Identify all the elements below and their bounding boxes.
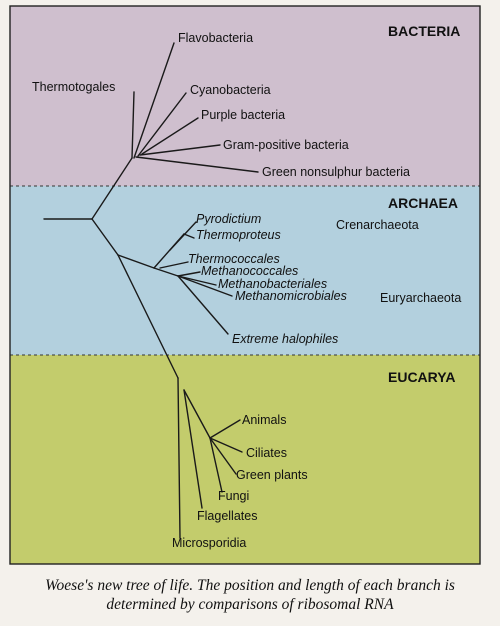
figure-caption: Woese's new tree of life. The position a… bbox=[0, 576, 500, 614]
caption-line-2: determined by comparisons of ribosomal R… bbox=[106, 596, 394, 613]
eucarya-crown-stem bbox=[183, 389, 211, 439]
bacteria-stem bbox=[91, 157, 133, 220]
figure-frame bbox=[9, 5, 481, 565]
branch-thermotogales bbox=[131, 91, 135, 159]
branch-flavobacteria bbox=[133, 42, 175, 159]
domain-label-archaea: ARCHAEA bbox=[388, 195, 458, 211]
branch-methanomicrobiales bbox=[177, 275, 233, 297]
taxon-label-fungi: Fungi bbox=[218, 489, 249, 503]
branch-extreme-halophiles bbox=[177, 275, 229, 335]
group-label-euryarchaeota: Euryarchaeota bbox=[380, 291, 461, 305]
tree-branches bbox=[43, 42, 259, 539]
taxon-label-methanococcales: Methanococcales bbox=[201, 264, 298, 278]
taxon-label-methanomicrobiales: Methanomicrobiales bbox=[235, 289, 347, 303]
branch-pyrodictium bbox=[169, 221, 197, 251]
domain-label-eucarya: EUCARYA bbox=[388, 369, 455, 385]
branch-flagellates bbox=[183, 389, 203, 509]
taxon-label-ciliates: Ciliates bbox=[246, 446, 287, 460]
group-label-crenarchaeota: Crenarchaeota bbox=[336, 218, 419, 232]
taxon-label-thermotogales: Thermotogales bbox=[32, 80, 115, 94]
taxon-label-thermococcales: Thermococcales bbox=[188, 252, 280, 266]
archaea-stem bbox=[117, 254, 155, 269]
eucarya-region bbox=[10, 355, 480, 564]
taxon-label-pyrodictium: Pyrodictium bbox=[196, 212, 261, 226]
branch-animals bbox=[209, 419, 241, 439]
taxon-label-thermoproteus: Thermoproteus bbox=[196, 228, 281, 242]
archaea-region bbox=[10, 186, 480, 355]
euryarchaeota-stem bbox=[153, 267, 179, 277]
branch-gram-positive bbox=[139, 144, 221, 156]
taxon-label-microsporidia: Microsporidia bbox=[172, 536, 246, 550]
eucarya-stem bbox=[117, 254, 179, 379]
taxon-label-green-nonsulphur: Green nonsulphur bacteria bbox=[262, 165, 410, 179]
taxon-label-methanobacteriales: Methanobacteriales bbox=[218, 277, 327, 291]
branch-methanobacteriales bbox=[177, 275, 217, 286]
domain-label-bacteria: BACTERIA bbox=[388, 23, 460, 39]
branch-fungi bbox=[209, 437, 223, 493]
taxon-label-flavobacteria: Flavobacteria bbox=[178, 31, 253, 45]
neomura-stem bbox=[91, 218, 119, 256]
branch-microsporidia bbox=[177, 377, 181, 539]
taxon-label-gram-positive: Gram-positive bacteria bbox=[223, 138, 349, 152]
taxon-label-purple-bacteria: Purple bacteria bbox=[201, 108, 285, 122]
branch-methanococcales bbox=[177, 271, 201, 277]
taxon-label-cyanobacteria: Cyanobacteria bbox=[190, 83, 271, 97]
branch-cyanobacteria bbox=[137, 92, 187, 157]
branch-green-nonsulphur bbox=[135, 156, 259, 173]
bacteria-region bbox=[10, 6, 480, 186]
taxon-label-flagellates: Flagellates bbox=[197, 509, 257, 523]
caption-line-1: Woese's new tree of life. The position a… bbox=[45, 577, 455, 594]
branch-thermoproteus bbox=[183, 233, 195, 239]
taxon-label-animals: Animals bbox=[242, 413, 286, 427]
taxon-label-green-plants: Green plants bbox=[236, 468, 308, 482]
branch-ciliates bbox=[209, 437, 243, 453]
taxon-label-extreme-halophiles: Extreme halophiles bbox=[232, 332, 338, 346]
branch-purple-bacteria bbox=[141, 117, 199, 155]
branch-green-plants bbox=[209, 437, 237, 475]
tree-of-life-figure: BACTERIA ARCHAEA EUCARYA Crenarchaeota E… bbox=[9, 5, 481, 565]
branch-thermococcales bbox=[159, 261, 189, 269]
